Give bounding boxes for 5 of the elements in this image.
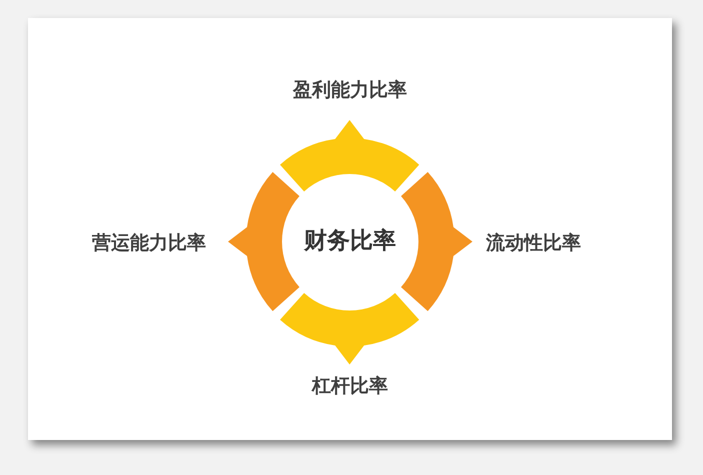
center-label: 财务比率	[290, 225, 410, 256]
segment-label: 杠杆比率	[312, 374, 388, 399]
segment-label: 营运能力比率	[92, 230, 206, 256]
segment-label: 流动性比率	[486, 230, 581, 256]
segment-label: 盈利能力比率	[292, 78, 407, 103]
